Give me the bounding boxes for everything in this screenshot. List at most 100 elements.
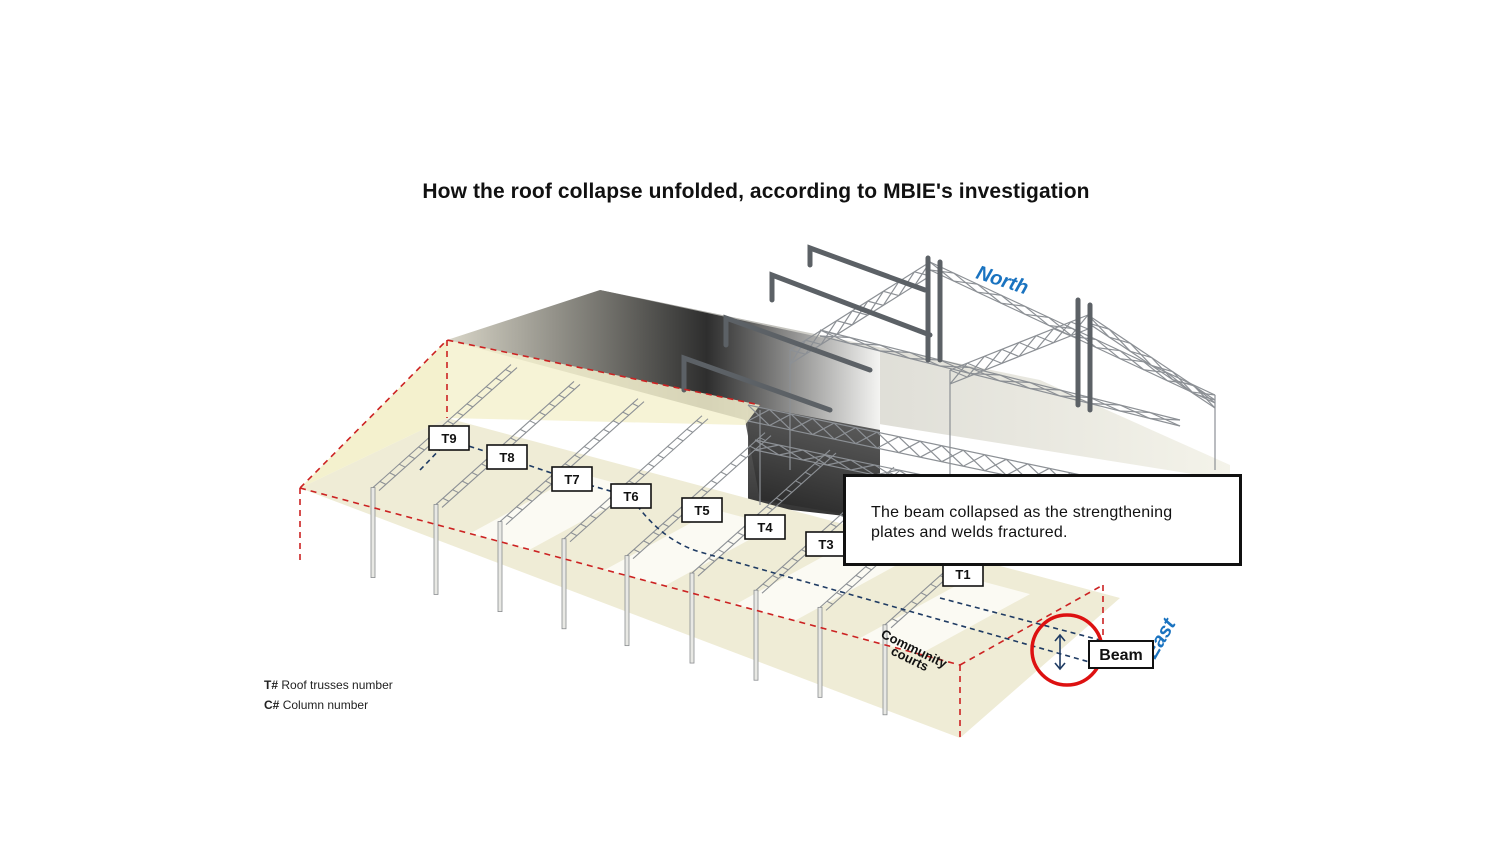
- truss-web: [476, 394, 483, 399]
- girder-web: [1191, 391, 1216, 396]
- girder-web: [812, 422, 835, 436]
- floor-strip: [605, 509, 775, 586]
- pipe: [723, 314, 873, 373]
- truss-web: [456, 412, 464, 417]
- truss-label-box: [744, 514, 786, 540]
- truss-web: [676, 437, 684, 442]
- truss-web: [589, 514, 597, 519]
- pipe: [769, 271, 933, 338]
- collapse-zone-outline: [299, 339, 1104, 738]
- truss-web: [781, 566, 789, 571]
- truss-web: [466, 403, 474, 408]
- truss-web: [672, 514, 679, 519]
- truss-web: [398, 463, 406, 468]
- beam-label: Beam: [1099, 647, 1143, 664]
- compass-north: North: [973, 262, 1031, 299]
- girder-web: [790, 418, 813, 431]
- truss-web: [485, 386, 493, 391]
- truss-web: [727, 540, 735, 545]
- truss-chord: [499, 398, 639, 523]
- truss-chord: [632, 435, 772, 560]
- girder-web: [1059, 395, 1091, 399]
- roof-plane: [447, 340, 760, 425]
- girder-web: [826, 459, 851, 466]
- truss-web: [583, 446, 591, 451]
- truss-web: [505, 368, 512, 373]
- truss-web: [739, 454, 747, 459]
- truss-web: [574, 454, 581, 459]
- beam-top-line: [939, 597, 1101, 641]
- girder-web: [882, 281, 900, 306]
- girder-web: [769, 413, 792, 427]
- legend-text: Column number: [282, 698, 369, 712]
- truss-web: [701, 488, 708, 493]
- truss-web: [667, 446, 674, 450]
- girder-web: [1024, 313, 1049, 319]
- girder-web: [919, 445, 942, 458]
- truss-web: [647, 463, 655, 468]
- truss-chord: [435, 381, 575, 505]
- truss-label-text: T3: [818, 537, 833, 552]
- truss-web: [785, 488, 793, 493]
- girder-web: [1193, 393, 1216, 401]
- truss-web: [632, 403, 639, 408]
- truss-label-box: [428, 425, 470, 451]
- truss-web: [920, 592, 928, 597]
- truss-chord: [505, 401, 645, 526]
- truss-label: T7: [551, 466, 593, 492]
- column: [689, 572, 695, 664]
- truss-web: [826, 600, 834, 605]
- girder-web: [1172, 379, 1195, 387]
- truss-web: [510, 437, 517, 442]
- truss-web: [652, 531, 660, 536]
- truss-web: [710, 480, 718, 485]
- page-title: How the roof collapse unfolded, accordin…: [422, 180, 1090, 203]
- truss-web: [814, 463, 822, 468]
- truss-label-box: [486, 444, 528, 470]
- truss-web: [548, 403, 556, 408]
- girder-web: [1119, 410, 1151, 414]
- pipe: [807, 244, 928, 293]
- legend-key: C#: [264, 698, 280, 712]
- girder-web: [962, 454, 986, 467]
- truss-web: [471, 471, 479, 476]
- truss-label-text: T7: [564, 472, 579, 487]
- truss-web: [737, 531, 744, 536]
- roof-truss: [626, 432, 772, 560]
- floor-strip: [860, 578, 1030, 655]
- column: [561, 538, 567, 630]
- truss-web: [643, 540, 650, 545]
- truss-chord: [626, 432, 766, 557]
- truss-label: T1: [942, 561, 984, 587]
- beam-label-box: [1088, 640, 1154, 669]
- truss-web: [910, 600, 918, 605]
- girder-web: [1018, 335, 1037, 357]
- truss-web: [804, 471, 812, 476]
- truss-web: [580, 523, 587, 528]
- truss-web: [795, 480, 802, 485]
- truss-web: [762, 583, 770, 588]
- girder-web: [1006, 463, 1029, 476]
- truss-web: [772, 574, 779, 579]
- girder-web: [909, 357, 941, 361]
- column: [370, 487, 376, 578]
- girder-web: [1119, 358, 1144, 363]
- girder-web: [833, 427, 856, 440]
- girder-web: [1089, 402, 1121, 406]
- girder-web: [1130, 350, 1152, 359]
- girder-web: [1048, 324, 1073, 330]
- truss-web: [791, 557, 799, 562]
- truss-web: [525, 497, 533, 502]
- girder-web: [1108, 336, 1131, 344]
- girder-web: [819, 335, 851, 339]
- girder-web: [1035, 328, 1054, 351]
- truss-chord: [569, 418, 709, 543]
- pipe: [681, 354, 833, 413]
- truss-web: [901, 609, 908, 614]
- truss-web: [535, 489, 543, 494]
- girder-web: [1001, 302, 1026, 307]
- truss-web: [447, 420, 454, 425]
- column: [497, 521, 503, 612]
- north-columns-pipes: [681, 244, 1093, 413]
